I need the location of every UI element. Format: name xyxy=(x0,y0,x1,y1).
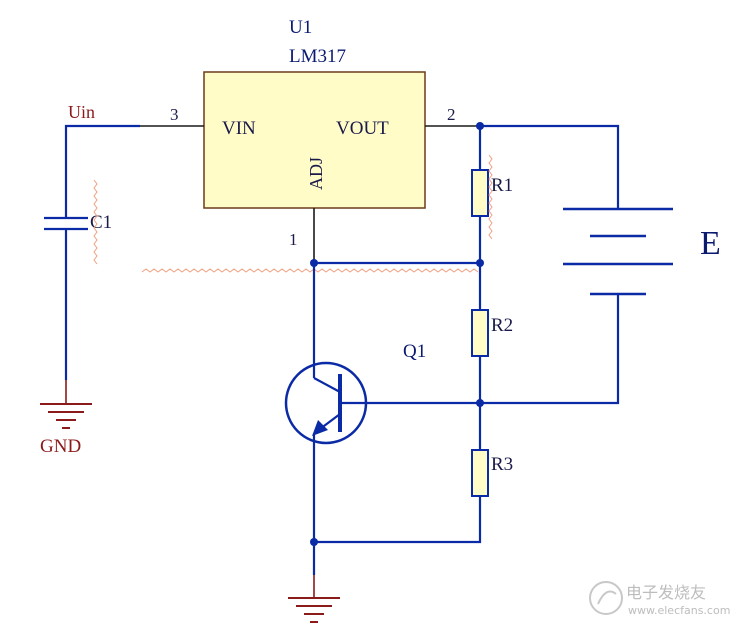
resistor-r1 xyxy=(471,169,489,217)
selection-squiggle-horizontal xyxy=(141,268,479,273)
capacitor-c1 xyxy=(44,216,88,231)
resistor-r2 xyxy=(471,309,489,357)
watermark-title: 电子发烧友 xyxy=(626,583,706,602)
pin-num-vin: 3 xyxy=(170,105,179,124)
pin-num-vout: 2 xyxy=(447,105,456,124)
label-c1: C1 xyxy=(90,212,112,233)
pin-label-vout: VOUT xyxy=(336,118,389,139)
transistor-q1 xyxy=(284,263,400,445)
wire-uin xyxy=(64,124,140,218)
label-q1: Q1 xyxy=(403,341,426,362)
ground-symbol-bottom xyxy=(288,575,340,623)
wire-base-node xyxy=(400,294,620,405)
label-r2: R2 xyxy=(491,315,513,336)
label-r3: R3 xyxy=(491,454,513,475)
selection-squiggle-c1 xyxy=(93,179,98,265)
pin-label-vin: VIN xyxy=(222,118,256,139)
label-battery-e: E xyxy=(700,225,721,262)
regulator-part: LM317 xyxy=(289,46,346,67)
label-r1: R1 xyxy=(491,175,513,196)
selection-squiggle-r1 xyxy=(488,154,493,240)
regulator-ref: U1 xyxy=(289,17,312,38)
junction-ground xyxy=(310,538,318,546)
battery-e xyxy=(563,207,673,296)
regulator-body xyxy=(203,71,426,209)
wire-vout-rail xyxy=(480,124,620,209)
pin-label-adj: ADJ xyxy=(306,157,326,190)
watermark: 电子发烧友 www.elecfans.com xyxy=(589,581,730,617)
resistor-r3 xyxy=(471,449,489,497)
wire-r3-bottom xyxy=(314,496,482,544)
net-label-uin: Uin xyxy=(68,102,95,122)
ground-symbol-left xyxy=(40,380,92,429)
pin-num-adj: 1 xyxy=(289,230,298,249)
watermark-url: www.elecfans.com xyxy=(628,604,730,617)
net-label-gnd: GND xyxy=(40,436,81,457)
watermark-logo-icon xyxy=(589,581,623,615)
